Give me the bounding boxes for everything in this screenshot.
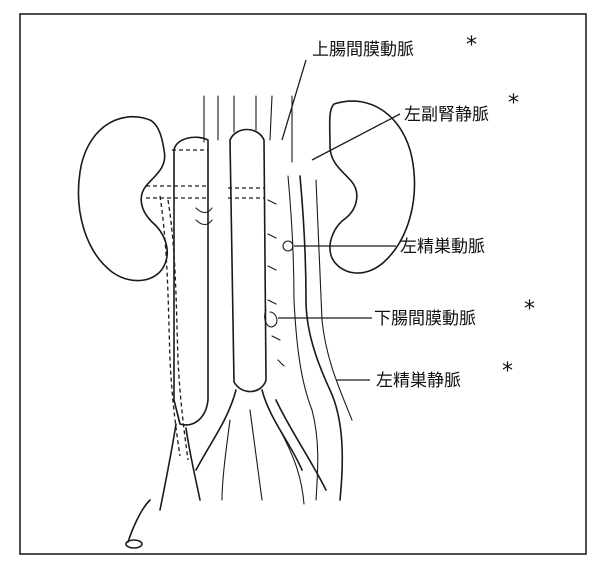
right-kidney [78,117,167,281]
marker-superior-mesenteric-artery: * [466,33,477,58]
left-testicular-vein-path [300,176,342,500]
ligation-knot [283,241,293,251]
label-left-testicular-artery: 左精巣動脈 [400,237,485,257]
label-superior-mesenteric-artery: 上腸間膜動脈 [312,40,414,60]
aorta [230,130,266,392]
marker-left-adrenal-vein: * [508,91,519,116]
leader-left-adrenal-vein [312,114,400,160]
figure-frame [20,14,586,554]
leader-superior-mesenteric-artery [282,60,306,140]
label-left-testicular-vein: 左精巣静脈 [376,371,461,391]
label-inferior-mesenteric-artery: 下腸間膜動脈 [374,309,476,329]
cut-vessel-end [128,500,150,542]
ligation-marks [268,200,284,366]
right-ureter [168,200,188,460]
marker-left-testicular-vein: * [502,359,513,384]
marker-inferior-mesenteric-artery: * [524,297,535,322]
ivc-ligation [196,208,212,225]
label-left-adrenal-vein: 左副腎静脈 [404,105,489,125]
renal-vein-dashed [146,150,264,198]
iliac-branches [160,390,326,510]
